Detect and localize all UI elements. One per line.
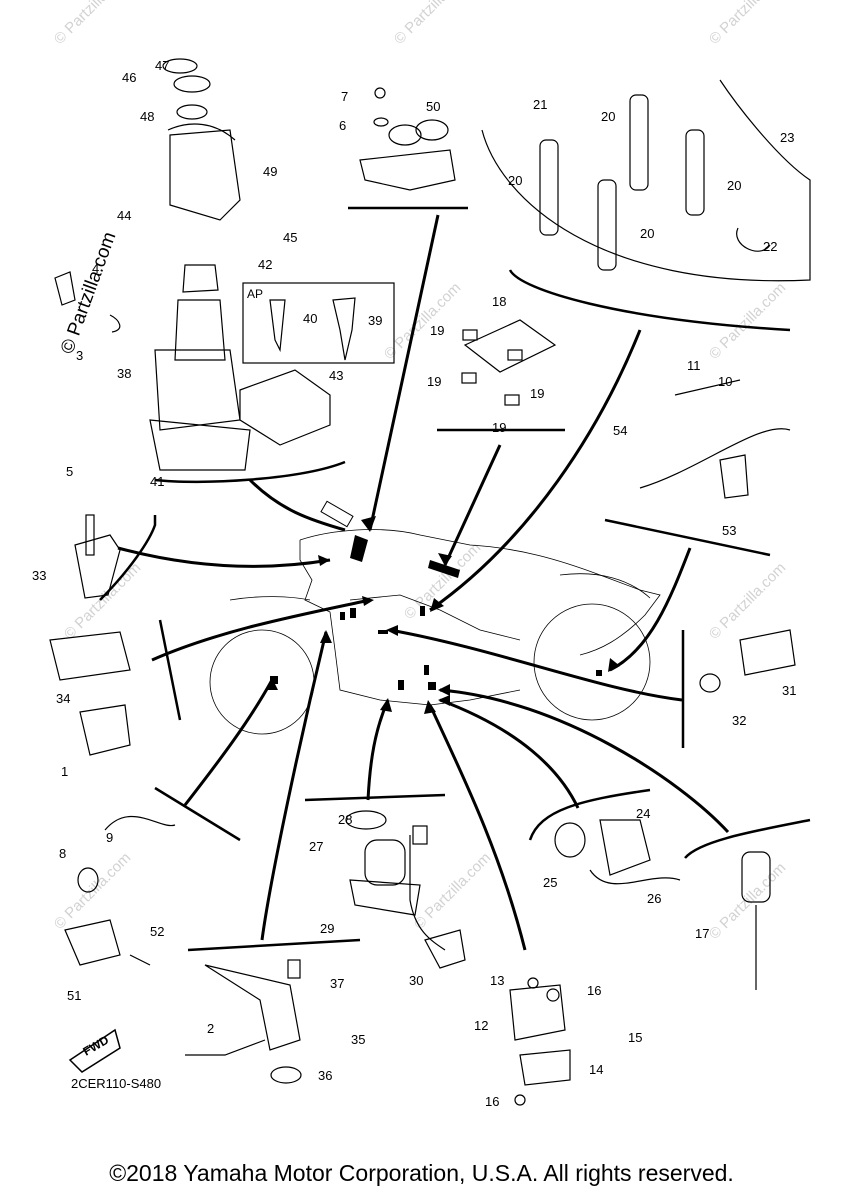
fwd-arrow: FWD — [68, 1028, 121, 1073]
callout-33: 33 — [32, 568, 46, 583]
callout-19b: 19 — [427, 374, 441, 389]
switch-cover-icon — [169, 129, 241, 221]
callout-20b: 20 — [601, 109, 615, 124]
callouts: 1 2 3 4 5 6 7 8 9 10 11 12 13 14 15 16 1… — [32, 58, 796, 1109]
callout-39: 39 — [368, 313, 382, 328]
callout-5: 5 — [66, 464, 73, 479]
callout-10: 10 — [718, 374, 732, 389]
callout-19c: 19 — [530, 386, 544, 401]
watermark: © Partzilla.com — [401, 539, 484, 622]
o-ring-icon — [162, 58, 198, 74]
switch-icon — [741, 851, 771, 903]
group-brackets — [99, 206, 811, 952]
callout-17: 17 — [695, 926, 709, 941]
callout-52: 52 — [150, 924, 164, 939]
callout-31: 31 — [782, 683, 796, 698]
callout-12: 12 — [474, 1018, 488, 1033]
watermarks: © Partzilla.com © Partzilla.com © Partzi… — [51, 0, 789, 943]
motorcycle-outline — [209, 529, 661, 735]
harness-icon — [481, 79, 811, 282]
callout-20d: 20 — [640, 226, 654, 241]
callout-37: 37 — [330, 976, 344, 991]
watermark: © Partzilla.com — [706, 0, 789, 48]
watermark: © Partzilla.com — [51, 0, 134, 48]
callout-34: 34 — [56, 691, 70, 706]
callout-35: 35 — [351, 1032, 365, 1047]
callout-13: 13 — [490, 973, 504, 988]
copyright-notice: ©2018 Yamaha Motor Corporation, U.S.A. A… — [109, 1160, 734, 1186]
arrow-heads — [266, 516, 620, 714]
callout-20a: 20 — [508, 173, 522, 188]
callout-9: 9 — [106, 830, 113, 845]
callout-38: 38 — [117, 366, 131, 381]
parts-diagram: © Partzilla.com © Partzilla.com © Partzi… — [32, 0, 811, 1109]
location-marks — [270, 500, 602, 690]
map-sensor-icon — [49, 631, 131, 681]
callout-15: 15 — [628, 1030, 642, 1045]
callout-25: 25 — [543, 875, 557, 890]
callout-50: 50 — [426, 99, 440, 114]
callout-2: 2 — [207, 1021, 214, 1036]
callout-23: 23 — [780, 130, 794, 145]
leader-lines — [117, 214, 730, 951]
callout-47: 47 — [155, 58, 169, 73]
key-cylinder-icon — [332, 297, 356, 361]
crank-sensor-icon — [204, 964, 301, 1051]
callout-48: 48 — [140, 109, 154, 124]
watermark: © Partzilla.com — [706, 559, 789, 642]
callout-43: 43 — [329, 368, 343, 383]
watermark: © Partzilla.com — [411, 849, 494, 932]
relay-icon — [509, 984, 566, 1041]
ecu-icon — [463, 319, 557, 373]
part-code: 2CER110-S480 — [71, 1076, 161, 1091]
callout-20c: 20 — [727, 178, 741, 193]
watermark: © Partzilla.com — [61, 559, 144, 642]
solenoid-icon — [364, 839, 406, 886]
callout-19a: 19 — [430, 323, 444, 338]
seal-icon — [173, 75, 211, 93]
callout-19d: 19 — [492, 420, 506, 435]
callout-16b: 16 — [485, 1094, 499, 1109]
block-icon — [239, 369, 331, 446]
callout-44: 44 — [117, 208, 131, 223]
callout-4: 4 — [92, 261, 99, 276]
callout-16a: 16 — [587, 983, 601, 998]
part-drawings — [49, 58, 811, 1106]
callout-7: 7 — [341, 89, 348, 104]
callout-54: 54 — [613, 423, 627, 438]
callout-46: 46 — [122, 70, 136, 85]
callout-41: 41 — [150, 474, 164, 489]
callout-14: 14 — [589, 1062, 603, 1077]
watermark: © Partzilla.com — [706, 279, 789, 362]
callout-1: 1 — [61, 764, 68, 779]
callout-30: 30 — [409, 973, 423, 988]
key-icon — [269, 299, 286, 353]
callout-27: 27 — [309, 839, 323, 854]
callout-40: 40 — [303, 311, 317, 326]
callout-45: 45 — [283, 230, 297, 245]
callout-18: 18 — [492, 294, 506, 309]
callout-21: 21 — [533, 97, 547, 112]
callout-49: 49 — [263, 164, 277, 179]
callout-11: 11 — [687, 358, 701, 373]
callout-28: 28 — [338, 812, 352, 827]
main-switch-body-icon — [149, 419, 251, 471]
ignition-coil-icon — [539, 139, 559, 236]
key-box — [242, 282, 395, 364]
callout-8: 8 — [59, 846, 66, 861]
watermark: © Partzilla.com — [391, 0, 474, 48]
callout-32: 32 — [732, 713, 746, 728]
ap-label: AP — [247, 287, 263, 301]
callout-51: 51 — [67, 988, 81, 1003]
callout-36: 36 — [318, 1068, 332, 1083]
callout-6: 6 — [339, 118, 346, 133]
callout-22: 22 — [763, 239, 777, 254]
watermark-vertical: © Partzilla.com — [57, 229, 121, 356]
callout-29: 29 — [320, 921, 334, 936]
callout-3: 3 — [76, 348, 83, 363]
callout-24: 24 — [636, 806, 650, 821]
callout-26: 26 — [647, 891, 661, 906]
callout-53: 53 — [722, 523, 736, 538]
callout-42: 42 — [258, 257, 272, 272]
